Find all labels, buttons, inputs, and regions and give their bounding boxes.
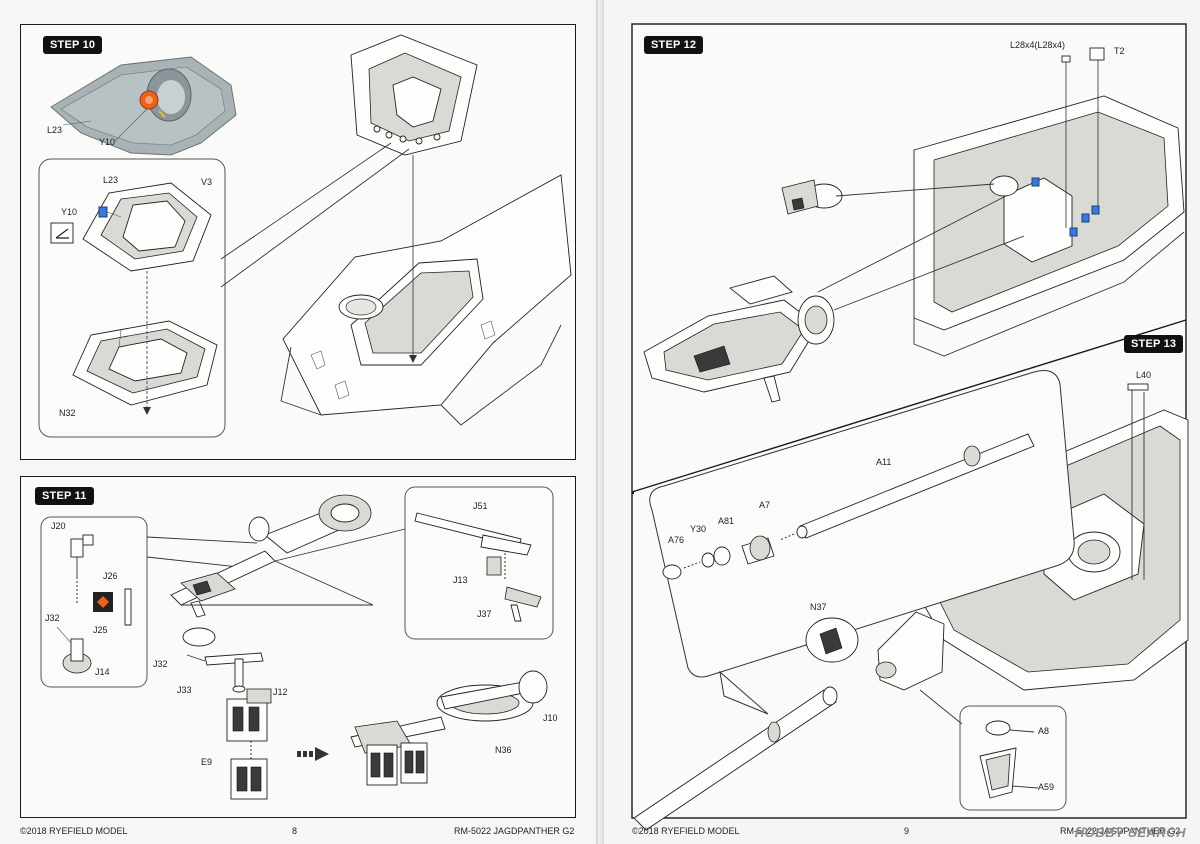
label-n37: N37 (810, 602, 827, 612)
label-j26: J26 (103, 571, 118, 581)
label-l28x4: L28x4(L28x4) (1010, 40, 1066, 50)
label-a7: A7 (759, 500, 771, 510)
label-a76: A76 (668, 535, 685, 545)
step12-badge: STEP 12 (644, 36, 704, 54)
label-j25: J25 (93, 625, 108, 635)
label-j33: J33 (177, 685, 192, 695)
label-j20: J20 (51, 521, 66, 531)
label-j51: J51 (473, 501, 488, 511)
step11-panel: STEP 11 (20, 476, 576, 818)
label-n32: N32 (59, 408, 76, 418)
label-l40: L40 (1136, 370, 1152, 380)
footer-copyright-right: ©2018 RYEFIELD MODEL (632, 826, 740, 836)
step13-badge: STEP 13 (1124, 335, 1184, 353)
right-page: STEP 12 L28x4(L28x4) T2 STEP 13 L40 A11 … (604, 0, 1200, 844)
label-e9: E9 (201, 757, 213, 767)
label-a8: A8 (1038, 726, 1050, 736)
step11-drawing (40, 486, 554, 800)
book-spine (596, 0, 604, 844)
step10-panel: STEP 10 (20, 24, 576, 460)
step11-badge: STEP 11 (35, 487, 94, 505)
label-a11: A11 (876, 457, 892, 467)
label-j13: J13 (453, 575, 468, 585)
label-a59: A59 (1038, 782, 1055, 792)
label-y30: Y30 (690, 524, 707, 534)
label-t2: T2 (1114, 46, 1125, 56)
label-n36: N36 (495, 745, 512, 755)
footer-page-number-left: 8 (292, 826, 298, 836)
footer-page-number-right: 9 (904, 826, 910, 836)
step10-badge: STEP 10 (43, 36, 103, 54)
label-y10-inset: Y10 (61, 207, 78, 217)
label-a81: A81 (718, 516, 735, 526)
label-j10: J10 (543, 713, 558, 723)
label-j14: J14 (95, 667, 110, 677)
right-page-drawing (631, 23, 1189, 831)
label-v3: V3 (201, 177, 213, 187)
label-j37: J37 (477, 609, 492, 619)
footer-copyright-left: ©2018 RYEFIELD MODEL (20, 826, 128, 836)
label-j32-inset: J32 (45, 613, 60, 623)
label-j32: J32 (153, 659, 168, 669)
label-y10-render: Y10 (99, 137, 116, 147)
label-l23-inset: L23 (103, 175, 119, 185)
step10-drawing (38, 34, 572, 438)
left-page: STEP 10 (0, 0, 596, 844)
footer-model-right: RM-5022 JAGDPANTHER G2 (1060, 826, 1181, 836)
watermark-logo: HOBBY SEARCH (1074, 825, 1186, 840)
label-j12: J12 (273, 687, 288, 697)
footer-model-left: RM-5022 JAGDPANTHER G2 (454, 826, 575, 836)
label-l23-render: L23 (47, 125, 63, 135)
